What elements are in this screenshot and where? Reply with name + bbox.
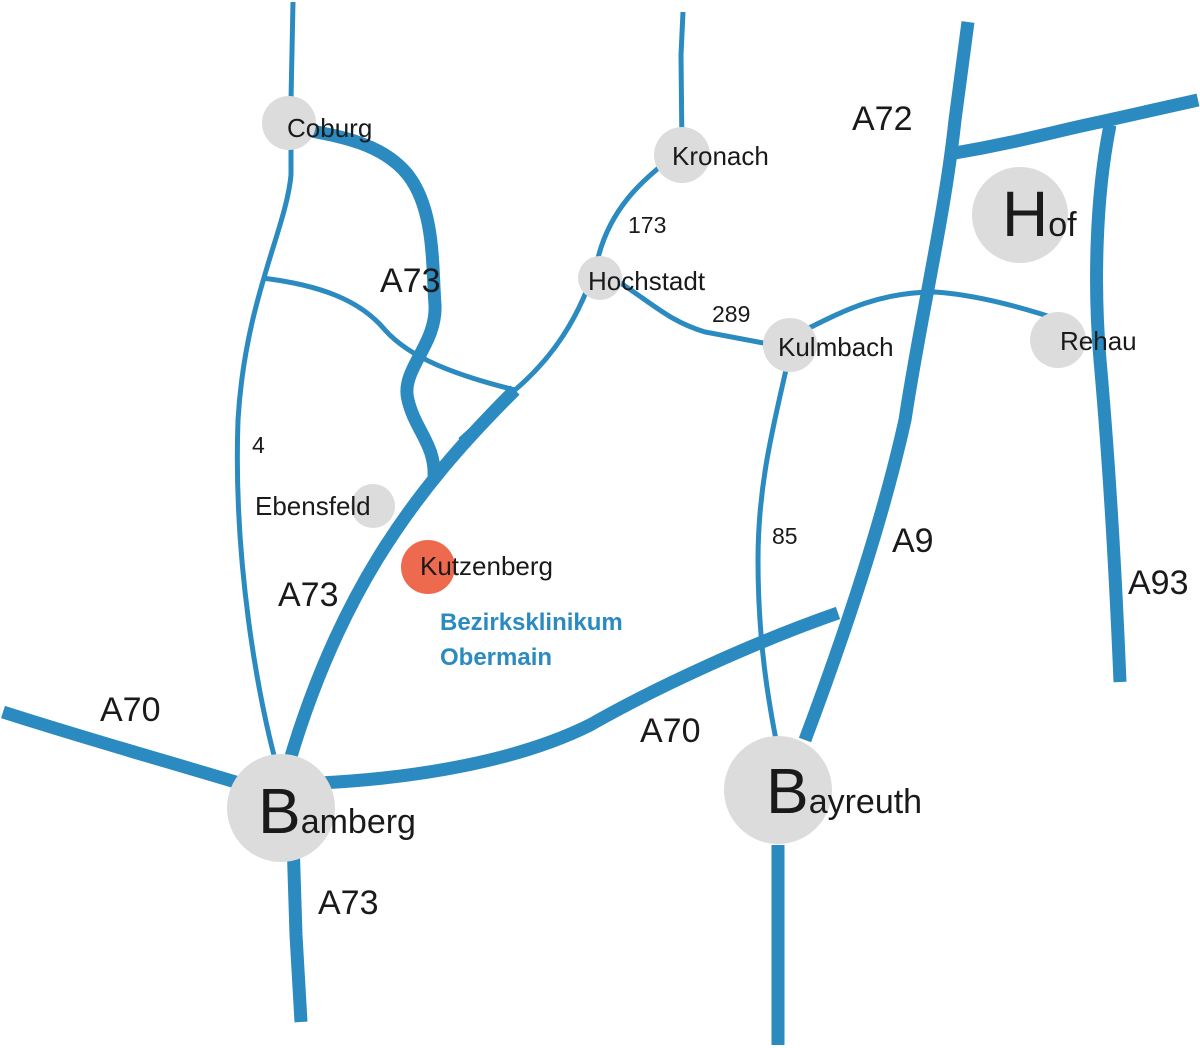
clinic-name-line2: Obermain [440,644,552,671]
motorway-a9 [798,21,975,743]
a70-label-east: A70 [640,712,701,750]
a72-label: A72 [852,100,913,138]
bayreuth-label: Bayreuth [766,755,922,827]
road-kulmbach-rehau [803,289,1061,333]
motorway-a70-west [1,705,264,797]
kronach-label: Kronach [672,141,769,171]
bayreuth-marker [724,736,832,844]
hof-label: Hof [1002,178,1077,250]
bamberg-label: Bamberg [258,775,416,847]
hochstadt-marker [578,256,622,300]
road-coburg-link [261,275,516,393]
road-289-label: 289 [712,301,750,327]
motorway-a73-bamberg-south [286,839,308,1023]
a73-label-north: A73 [380,262,441,300]
kutzenberg-marker[interactable] [401,540,455,594]
kutzenberg-label[interactable]: Kutzenberg [420,551,553,581]
motorway-a93 [1090,123,1127,683]
hof-label-initial: H [1002,178,1048,250]
road-85 [755,351,793,751]
coburg-label: Coburg [287,113,372,143]
road-4-label: 4 [252,432,265,458]
motorway-a72 [953,93,1200,160]
bamberg-marker [227,754,335,862]
hof-marker [972,167,1068,263]
hochstadt-label: Hochstadt [588,266,706,296]
ebensfeld-marker [351,484,395,528]
road-173-label: 173 [628,212,666,238]
kronach-marker [654,127,710,183]
ebensfeld-label: Ebensfeld [255,491,371,521]
road-85-label: 85 [772,523,798,549]
a73-label-middle: A73 [278,576,339,614]
kulmbach-marker [763,318,817,372]
bamberg-label-rest: amberg [301,803,416,841]
motorway-a70-east [319,606,841,790]
kulmbach-label: Kulmbach [778,332,894,362]
hof-label-rest: of [1048,206,1077,244]
a9-label: A9 [892,522,934,560]
bayreuth-label-initial: B [766,755,809,827]
a73-label-south: A73 [318,884,379,922]
clinic-name-line1: Bezirksklinikum [440,609,623,636]
rehau-label: Rehau [1060,326,1137,356]
motorway-a73-north [293,121,442,479]
a70-label-west: A70 [100,691,161,729]
bamberg-label-initial: B [258,775,301,847]
road-4 [234,1,296,771]
bayreuth-label-rest: ayreuth [809,783,922,821]
rehau-marker [1030,312,1086,368]
coburg-marker [262,96,316,150]
motorway-a73-south [280,385,520,772]
a93-label: A93 [1128,564,1189,602]
